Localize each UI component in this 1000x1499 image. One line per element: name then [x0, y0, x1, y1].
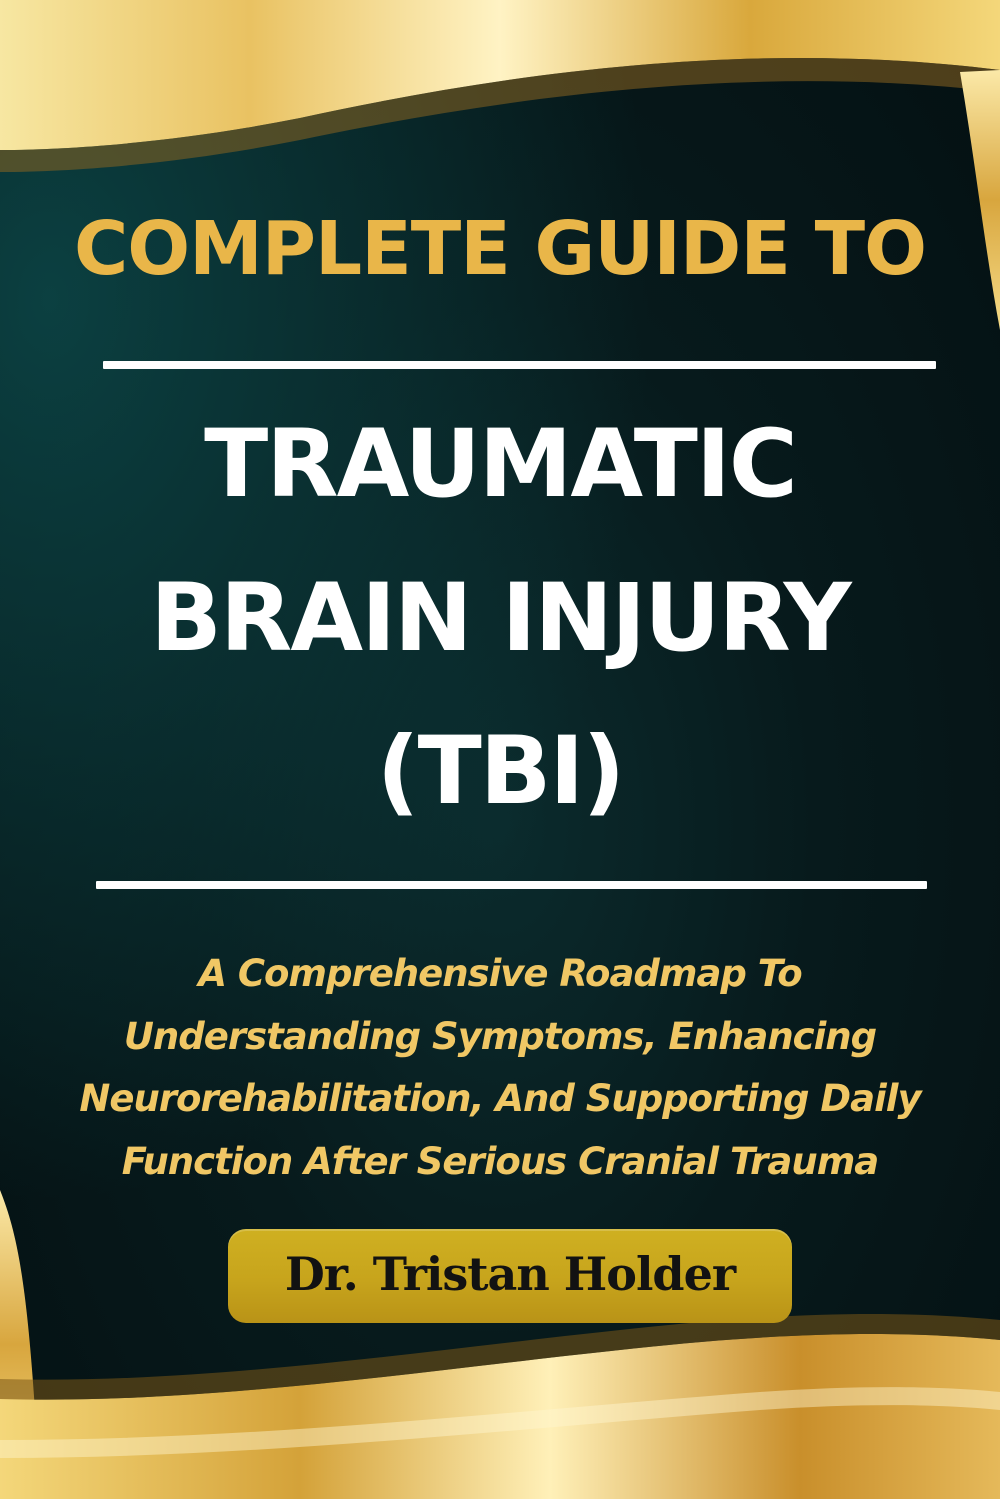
bottom-divider: [96, 881, 927, 889]
author-badge: Dr. Tristan Holder: [228, 1229, 792, 1323]
subtitle-line-2: Understanding Symptoms, Enhancing: [123, 1015, 877, 1058]
cover-heading: COMPLETE GUIDE TO: [73, 206, 927, 292]
author-name: Dr. Tristan Holder: [284, 1247, 736, 1301]
title-line-1: TRAUMATIC: [204, 410, 798, 519]
title-line-3: (TBI): [376, 717, 626, 826]
subtitle-line-1: A Comprehensive Roadmap To: [198, 952, 802, 995]
subtitle-line-3: Neurorehabilitation, And Supporting Dail…: [79, 1077, 921, 1120]
title-line-2: BRAIN INJURY: [150, 564, 851, 673]
subtitle-line-4: Function After Serious Cranial Trauma: [121, 1140, 880, 1183]
top-divider: [103, 361, 936, 369]
right-gold-edge: [960, 70, 1000, 330]
top-gold-wave: [0, 0, 1000, 150]
bottom-gold-wave: [0, 1334, 1000, 1499]
